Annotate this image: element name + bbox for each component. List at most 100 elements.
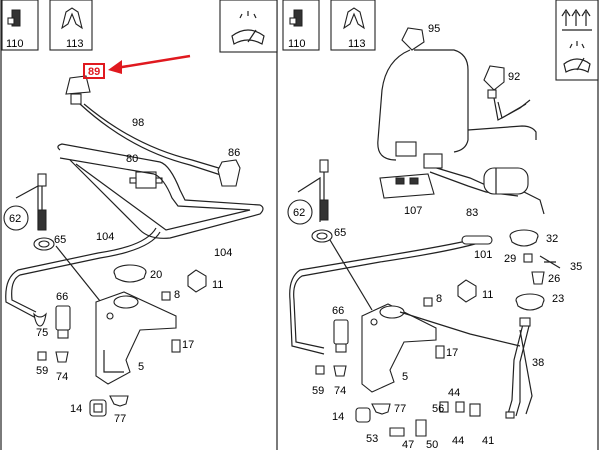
heated-washer-nozzle-part[interactable] xyxy=(483,65,505,99)
callout-label: 47 xyxy=(402,439,414,450)
clip-icon xyxy=(61,7,83,30)
hose-line xyxy=(57,143,264,239)
terminal-part[interactable] xyxy=(439,401,449,413)
callout-label: 95 xyxy=(428,23,440,35)
clip-part[interactable] xyxy=(415,419,427,437)
thumbnail-label: 110 xyxy=(288,38,306,50)
callout-label: 32 xyxy=(546,233,558,245)
callout-label: 77 xyxy=(114,413,126,425)
leader-line xyxy=(55,245,105,307)
clip-part[interactable] xyxy=(161,291,171,301)
connector-part[interactable] xyxy=(469,403,481,417)
grommet-part[interactable] xyxy=(311,229,333,243)
callout-label: 20 xyxy=(150,269,162,281)
reservoir-cap-part[interactable] xyxy=(113,264,147,283)
callout-label: 11 xyxy=(482,289,493,301)
check-valve-part[interactable] xyxy=(129,171,163,189)
wire-line xyxy=(414,49,469,153)
grommet-part[interactable] xyxy=(33,237,55,251)
pin-part[interactable] xyxy=(539,255,561,269)
highlight-box xyxy=(83,63,105,79)
mount-part[interactable] xyxy=(371,403,391,415)
callout-label: 98 xyxy=(132,117,144,129)
connector-icon xyxy=(289,9,303,27)
callout-label: 38 xyxy=(532,357,544,369)
highlight-label: 89 xyxy=(88,66,100,78)
callout-label: 101 xyxy=(474,249,492,261)
level-sensor-part[interactable] xyxy=(37,173,47,231)
callout-label: 59 xyxy=(36,365,48,377)
seal-part[interactable] xyxy=(33,312,47,327)
clip-part[interactable] xyxy=(171,339,181,353)
seal-part[interactable] xyxy=(333,365,347,377)
callout-label: 44 xyxy=(448,387,460,399)
thumbnail-label: 113 xyxy=(348,38,366,50)
callout-label: 5 xyxy=(138,361,144,373)
clip-part[interactable] xyxy=(523,253,533,263)
leader-line xyxy=(15,184,39,230)
callout-label: 74 xyxy=(334,385,346,397)
red-arrow xyxy=(108,54,191,74)
connector-part[interactable] xyxy=(395,141,417,157)
washer-nozzle-part[interactable] xyxy=(217,159,241,187)
washer-reservoir-part[interactable] xyxy=(361,303,437,393)
filter-part[interactable] xyxy=(37,351,47,361)
callout-label: 75 xyxy=(36,327,48,339)
callout-label: 65 xyxy=(334,227,346,239)
connector-icon xyxy=(7,9,21,27)
callout-label: 29 xyxy=(504,253,516,265)
seal-part[interactable] xyxy=(55,351,69,363)
nut-part[interactable] xyxy=(187,269,207,293)
nut-part[interactable] xyxy=(457,279,477,303)
washer-pump-part[interactable] xyxy=(333,319,349,353)
wire-line xyxy=(399,311,521,347)
callout-label: 23 xyxy=(552,293,564,305)
callout-label: 62 xyxy=(9,213,21,225)
callout-label: 66 xyxy=(332,305,344,317)
leader-line xyxy=(297,176,321,222)
thumbnail-label: 110 xyxy=(6,38,24,50)
wire-line xyxy=(497,101,527,119)
mount-part[interactable] xyxy=(355,407,371,423)
terminal-part[interactable] xyxy=(455,401,465,413)
connector-tube-part[interactable] xyxy=(461,235,493,245)
cap-part[interactable] xyxy=(509,229,539,247)
wiper-symbol-box xyxy=(219,0,278,53)
washer-pump-part[interactable] xyxy=(55,305,71,339)
callout-circle xyxy=(287,199,313,225)
clip-part[interactable] xyxy=(435,345,445,359)
mount-part[interactable] xyxy=(109,395,129,407)
callout-label: 17 xyxy=(182,339,194,351)
windshield-wiper-icon xyxy=(231,11,265,45)
callout-label: 74 xyxy=(56,371,68,383)
seal-part[interactable] xyxy=(531,271,545,285)
callout-label: 8 xyxy=(436,293,442,305)
callout-label: 77 xyxy=(394,403,406,415)
callout-label: 56 xyxy=(432,403,444,415)
callout-label: 44 xyxy=(452,435,464,447)
relay-module-part[interactable] xyxy=(379,173,435,199)
callout-label: 8 xyxy=(174,289,180,301)
callout-label: 62 xyxy=(293,207,305,219)
callout-label: 53 xyxy=(366,433,378,445)
callout-circle xyxy=(3,205,29,231)
hose-line xyxy=(5,227,157,319)
washer-nozzle-part[interactable] xyxy=(65,75,91,105)
callout-label: 104 xyxy=(96,231,114,243)
callout-label: 104 xyxy=(214,247,232,259)
washer-reservoir-part[interactable] xyxy=(95,291,177,385)
mount-part[interactable] xyxy=(89,399,107,417)
heated-washer-nozzle-part[interactable] xyxy=(401,27,425,51)
bolt-part[interactable] xyxy=(389,427,405,437)
wiring-harness-part[interactable] xyxy=(505,317,533,419)
heater-unit-part[interactable] xyxy=(483,167,529,195)
hose-line xyxy=(83,103,233,173)
level-sensor-part[interactable] xyxy=(319,159,329,221)
callout-label: 86 xyxy=(228,147,240,159)
cap-part[interactable] xyxy=(515,293,545,311)
connector-part[interactable] xyxy=(423,153,443,169)
wire-line xyxy=(377,49,411,161)
filter-part[interactable] xyxy=(315,365,325,375)
thumbnail-label: 113 xyxy=(66,38,84,50)
clip-part[interactable] xyxy=(423,297,433,307)
